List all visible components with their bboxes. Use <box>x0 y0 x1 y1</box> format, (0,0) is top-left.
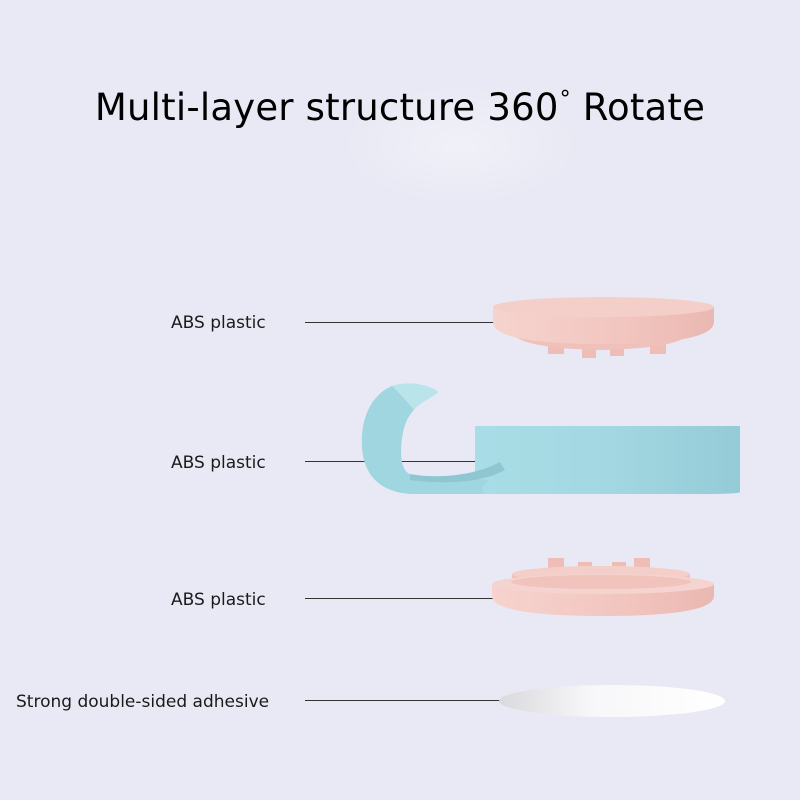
cap-top-face <box>493 297 714 317</box>
cap-side <box>493 307 714 344</box>
layer-label-adhesive: Strong double-sided adhesive <box>16 692 270 712</box>
hook-inner-shadow <box>410 462 505 483</box>
adhesive-pad <box>499 685 725 717</box>
page-title: Multi-layer structure 360° Rotate <box>0 86 800 129</box>
hook-tip-highlight <box>392 383 438 410</box>
layer-label-top-cap: ABS plastic <box>171 313 266 333</box>
leader-line-top-cap <box>305 322 500 323</box>
hook-arm <box>361 383 490 494</box>
title-end: Rotate <box>582 86 706 129</box>
hook-layer <box>361 383 740 494</box>
layer-label-hook: ABS plastic <box>171 453 266 473</box>
hook-ring-side <box>475 426 740 494</box>
base-recess <box>511 575 691 589</box>
degree-symbol: ° <box>559 87 571 112</box>
top-cap-layer <box>493 297 714 358</box>
leader-line-base <box>305 598 500 599</box>
layer-label-base: ABS plastic <box>171 590 266 610</box>
title-main: Multi-layer structure 360 <box>94 86 559 129</box>
background-glow <box>340 85 580 205</box>
leader-line-adhesive <box>305 700 500 701</box>
base-layer <box>492 558 714 616</box>
leader-line-hook <box>305 461 500 462</box>
